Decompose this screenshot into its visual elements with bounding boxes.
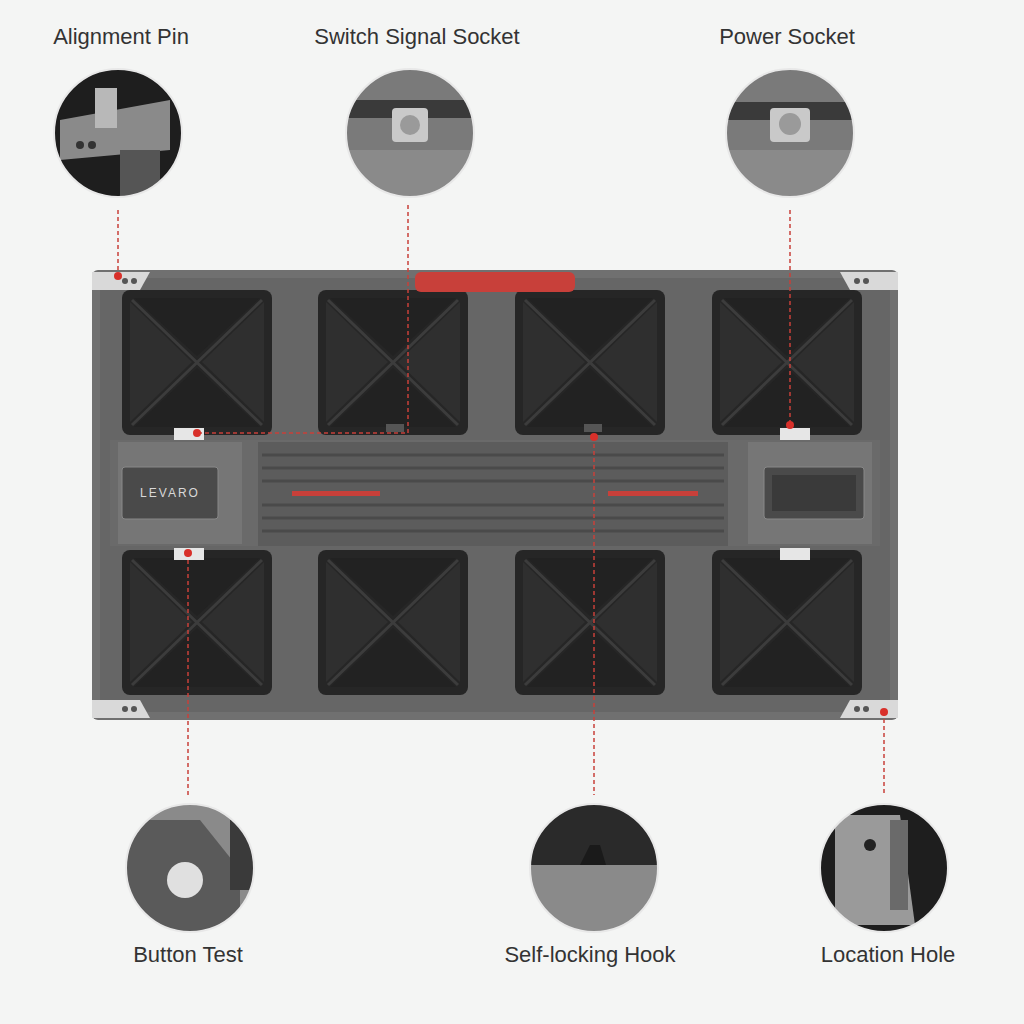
part-label: Switch Signal Socket bbox=[314, 22, 519, 52]
part-label: Self-locking Hook bbox=[504, 940, 675, 970]
brand-logo: LEVARO bbox=[140, 485, 200, 501]
part-label: Location Hole bbox=[821, 940, 956, 970]
part-label: Power Socket bbox=[719, 22, 855, 52]
part-label: Button Test bbox=[133, 940, 243, 970]
part-label: Alignment Pin bbox=[53, 22, 189, 52]
